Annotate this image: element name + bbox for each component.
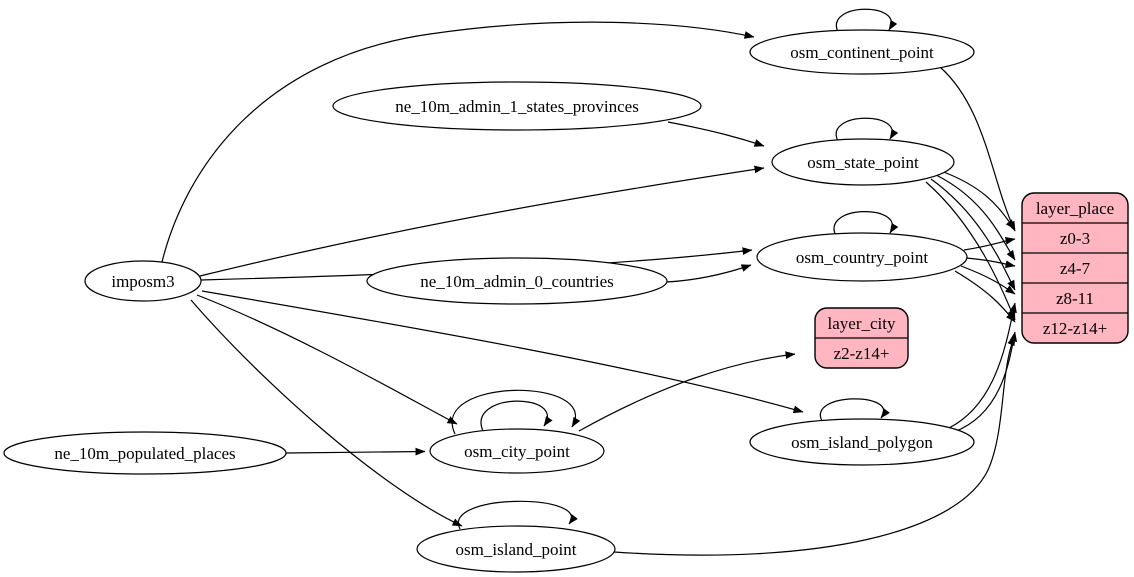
osm_state_point-label: osm_state_point — [807, 153, 919, 172]
ne_10m_admin_0_countries-ellipse — [366, 257, 668, 305]
ne_10m_admin_1_states_provinces-ellipse — [332, 81, 702, 131]
edge-ne_10m_admin_0_countries-osm_country_point — [666, 264, 752, 283]
osm_continent_point-ellipse — [749, 29, 975, 75]
edge-osm_state_point-layer_place-z4-7 — [935, 174, 1016, 261]
edge-group — [161, 8, 1018, 556]
osm_island_polygon-label: osm_island_polygon — [791, 433, 933, 452]
osm_continent_point-label: osm_continent_point — [790, 43, 934, 62]
osm_city_point-label: osm_city_point — [464, 442, 570, 461]
edge-osm_country_point-layer_place-z4-7 — [965, 257, 1016, 268]
node-osm_island_polygon: osm_island_polygon — [749, 418, 975, 466]
layer_city-title: layer_city — [828, 314, 896, 333]
node-layer_place: layer_place z0-3 z4-7 z8-11 z12-z14+ — [1021, 192, 1129, 344]
node-ne_10m_admin_1_states_provinces: ne_10m_admin_1_states_provinces — [332, 81, 702, 131]
node-ne_10m_populated_places: ne_10m_populated_places — [3, 431, 287, 475]
osm_island_point-ellipse — [416, 525, 616, 573]
layer_place-box — [1021, 192, 1129, 344]
node-ne_10m_admin_0_countries: ne_10m_admin_0_countries — [366, 257, 668, 305]
osm_island_polygon-ellipse — [749, 418, 975, 466]
edge-ne_10m_populated_places-osm_city_point — [285, 447, 426, 456]
edge-osm_city_point-layer_city-z2-z14 — [578, 351, 796, 432]
ne_10m_populated_places-label: ne_10m_populated_places — [54, 444, 235, 463]
edge-imposm3-osm_state_point — [199, 165, 765, 277]
edge-osm_country_point-layer_place-z8-11 — [960, 265, 1016, 295]
layer_place-title: layer_place — [1036, 199, 1114, 218]
layer_place-row-z12-z14: z12-z14+ — [1043, 319, 1107, 338]
osm_country_point-ellipse — [756, 232, 968, 282]
ne_10m_admin_0_countries-label: ne_10m_admin_0_countries — [420, 272, 614, 291]
osm_state_point-ellipse — [771, 138, 955, 186]
imposm3-ellipse — [84, 260, 202, 302]
layer_city-row-z2-z14: z2-z14+ — [834, 344, 890, 363]
selfloop-inner-osm_city_point — [480, 400, 553, 432]
node-osm_state_point: osm_state_point — [771, 138, 955, 186]
edge-osm_country_point-layer_place-z12-z14 — [954, 270, 1016, 323]
edge-osm_island_polygon-layer_place-z12-z14 — [953, 331, 1018, 433]
osm_city_point-ellipse — [429, 428, 605, 474]
layer_place-row-z0-3: z0-3 — [1060, 229, 1090, 248]
layer_place-row-z8-11: z8-11 — [1056, 289, 1094, 308]
selfloop-osm_state_point — [835, 117, 899, 142]
node-osm_island_point: osm_island_point — [416, 525, 616, 573]
edge-imposm3-osm_continent_point — [161, 21, 755, 263]
selfloop-osm_continent_point — [835, 8, 898, 33]
node-osm_country_point: osm_country_point — [756, 232, 968, 282]
node-osm_continent_point: osm_continent_point — [749, 29, 975, 75]
selfloop-osm_island_polygon — [819, 398, 890, 422]
node-imposm3: imposm3 — [84, 260, 202, 302]
selfloop-outer-osm_city_point — [451, 389, 581, 435]
edge-osm_state_point-layer_place-z8-11 — [930, 178, 1016, 291]
osm_island_point-label: osm_island_point — [456, 540, 577, 559]
imposm3-label: imposm3 — [111, 272, 174, 291]
edge-osm_island_point-layer_place-z12-z14 — [613, 335, 1016, 556]
node-osm_city_point: osm_city_point — [429, 428, 605, 474]
edge-osm_country_point-layer_place-z0-3 — [963, 237, 1016, 251]
edge-osm_island_polygon-layer_place-z8-11 — [948, 302, 1017, 429]
edge-imposm3-osm_island_polygon — [201, 290, 804, 414]
edge-imposm3-osm_city_point — [196, 294, 458, 425]
edge-osm_continent_point-layer_place-z0-3 — [939, 66, 1016, 232]
osm_country_point-label: osm_country_point — [796, 248, 928, 267]
selfloop-osm_country_point — [833, 211, 899, 237]
layer_place-row-z4-7: z4-7 — [1060, 259, 1091, 278]
edge-ne_10m_admin_1_states_provinces-osm_state_point — [667, 121, 765, 147]
edge-osm_state_point-layer_place-z0-3 — [940, 170, 1016, 230]
ne_10m_populated_places-ellipse — [3, 431, 287, 475]
node-layer_city: layer_city z2-z14+ — [814, 307, 909, 369]
edge-imposm3-osm_island_point — [190, 299, 463, 527]
selfloop-osm_island_point — [457, 500, 578, 530]
ne_10m_admin_1_states_provinces-label: ne_10m_admin_1_states_provinces — [395, 97, 639, 116]
